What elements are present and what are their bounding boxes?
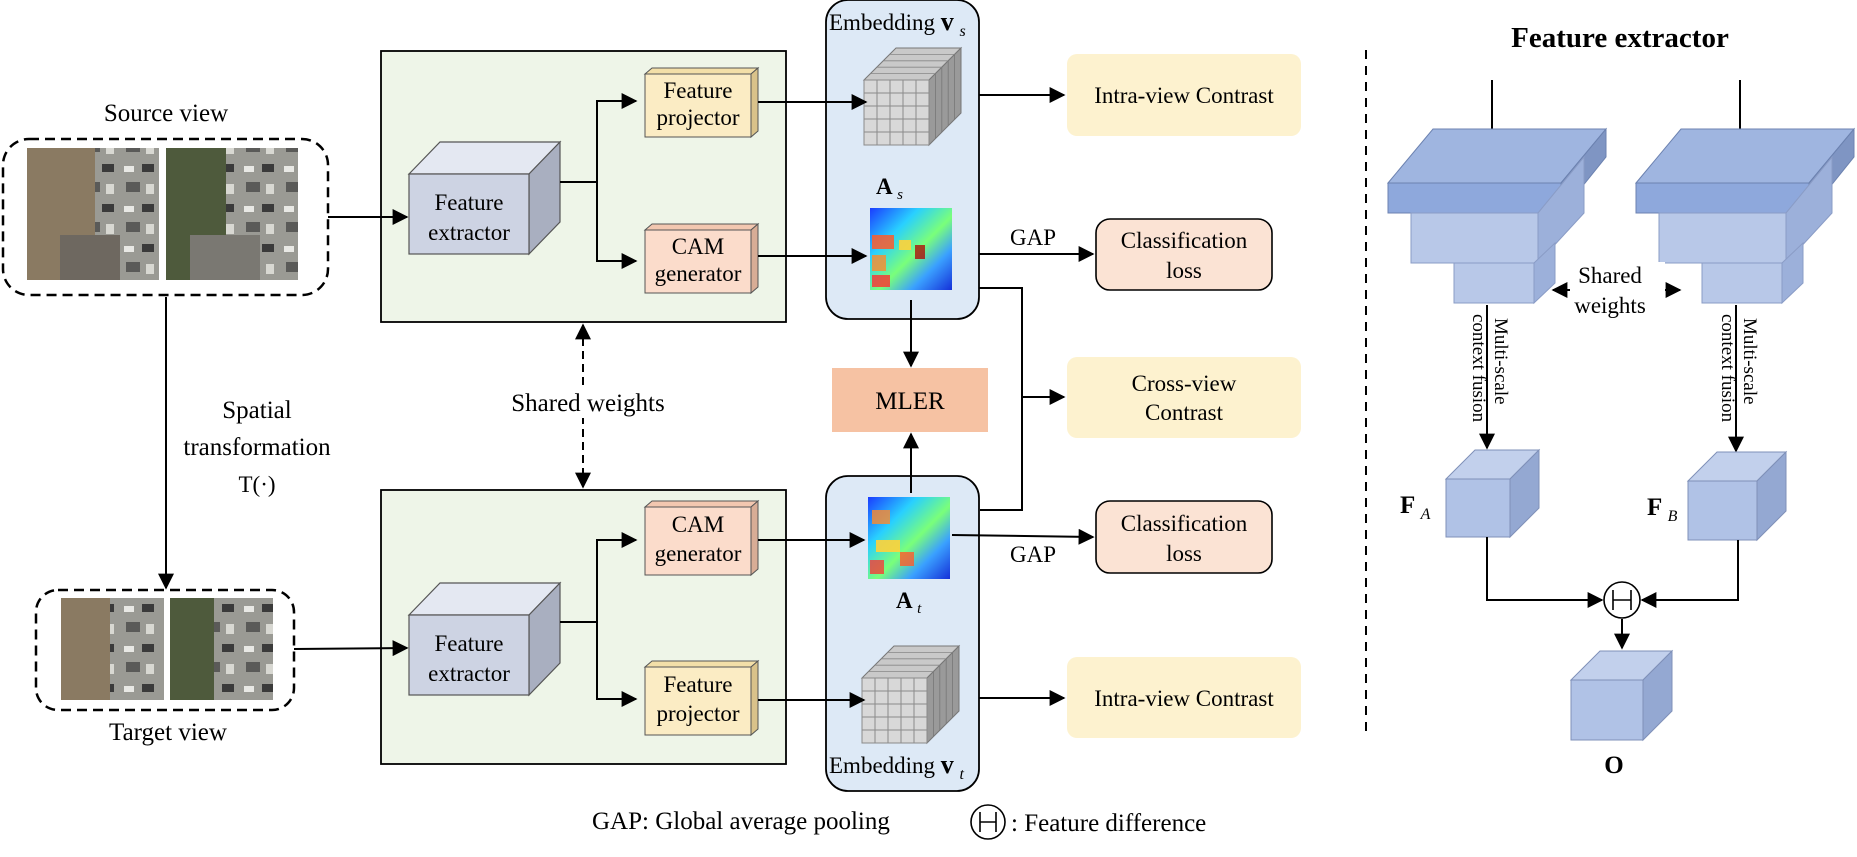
multiscale-a-line1: Multi-scale xyxy=(1490,318,1511,405)
fa-label: F A xyxy=(1400,492,1431,523)
shared-weights-label: Shared weights xyxy=(511,390,664,417)
right-shared-bg xyxy=(1570,262,1665,318)
mler-box xyxy=(832,368,988,432)
top-projector-line2: projector xyxy=(656,105,739,130)
bottom-cam-line2: generator xyxy=(655,541,742,566)
right-shared-line2: weights xyxy=(1574,293,1646,318)
bottom-attention-label: A t xyxy=(896,588,922,617)
intra-view-contrast-bottom xyxy=(1067,657,1301,738)
cross-line2: Contrast xyxy=(1145,400,1224,425)
top-feature-extractor: Feature extractor xyxy=(407,140,562,256)
fb-to-diff xyxy=(1640,540,1739,608)
target-to-extractor-arrow xyxy=(293,640,409,657)
legend-gap: GAP: Global average pooling xyxy=(592,808,890,835)
legend-diff: : Feature difference xyxy=(1011,810,1206,837)
output-label: O xyxy=(1604,752,1623,779)
mler-label: MLER xyxy=(875,388,945,415)
top-embedding-label: Embedding v s xyxy=(829,7,966,40)
bottom-extractor-line1: Feature xyxy=(435,631,504,656)
target-view-frame xyxy=(34,588,296,712)
spatial-label-1: Spatial xyxy=(222,397,291,424)
multiscale-a-line2: context fusion xyxy=(1468,314,1489,423)
spatial-label-2: transformation xyxy=(183,434,331,461)
intra-bottom-label: Intra-view Contrast xyxy=(1094,686,1274,711)
fb-label: F B xyxy=(1647,494,1678,525)
classification-loss-bottom xyxy=(1095,500,1273,574)
bottom-feature-extractor: Feature extractor xyxy=(407,581,562,697)
pyramid-a xyxy=(1386,127,1608,305)
top-cam-generator: CAM generator xyxy=(643,222,760,295)
cross-line1: Cross-view xyxy=(1132,371,1237,396)
top-cam-heatmap xyxy=(870,208,952,290)
target-view-label: Target view xyxy=(109,719,227,746)
top-extractor-line2: extractor xyxy=(428,220,510,245)
bottom-cam-line1: CAM xyxy=(672,512,724,537)
top-projector-line1: Feature xyxy=(664,78,733,103)
cls-bottom-line1: Classification xyxy=(1121,511,1248,536)
output-cube xyxy=(1569,649,1674,742)
feature-cube-b xyxy=(1686,450,1788,542)
gap-label-bottom: GAP xyxy=(1010,542,1056,567)
cls-top-line1: Classification xyxy=(1121,228,1248,253)
right-panel-title: Feature extractor xyxy=(1511,22,1729,54)
cross-view-contrast xyxy=(1067,357,1301,438)
cls-top-line2: loss xyxy=(1166,258,1202,283)
source-image-2 xyxy=(166,148,298,280)
to-cross-view xyxy=(979,287,1064,511)
intra-top-label: Intra-view Contrast xyxy=(1094,83,1274,108)
bottom-cam-generator: CAM generator xyxy=(643,499,760,577)
bottom-embedding-label: Embedding v t xyxy=(829,750,965,783)
bottom-projector-line2: projector xyxy=(656,701,739,726)
right-shared-line1: Shared xyxy=(1578,263,1642,288)
intra-view-contrast-top xyxy=(1067,54,1301,136)
target-image-1 xyxy=(61,598,164,700)
classification-loss-top xyxy=(1095,218,1273,291)
source-view-frame xyxy=(1,137,330,297)
bottom-extractor-split xyxy=(560,539,620,700)
source-view-label: Source view xyxy=(104,100,228,127)
shared-weights-bg xyxy=(500,386,665,418)
multiscale-b-line1: Multi-scale xyxy=(1739,318,1760,405)
top-feature-projector: Feature projector xyxy=(643,66,760,139)
bottom-cam-heatmap xyxy=(868,497,950,579)
top-cam-line1: CAM xyxy=(672,234,724,259)
target-image-2 xyxy=(170,598,273,700)
spatial-label-3: T(·) xyxy=(238,472,275,497)
multiscale-b-line2: context fusion xyxy=(1717,314,1738,423)
pyramid-b xyxy=(1634,127,1856,305)
feature-cube-a xyxy=(1444,448,1541,539)
top-attention-label: A s xyxy=(876,174,903,203)
cls-bottom-line2: loss xyxy=(1166,541,1202,566)
top-extractor-line1: Feature xyxy=(435,190,504,215)
fa-to-diff xyxy=(1486,537,1604,608)
to-cls-bottom xyxy=(951,528,1095,545)
difference-operator-glyph xyxy=(1612,590,1632,610)
top-embedding-cube xyxy=(862,46,963,147)
bottom-extractor-line2: extractor xyxy=(428,661,510,686)
top-cam-line2: generator xyxy=(655,261,742,286)
gap-label-top: GAP xyxy=(1010,225,1056,250)
multiscale-label-a: Multi-scale context fusion xyxy=(1468,314,1511,423)
source-image-1 xyxy=(27,148,159,280)
multiscale-label-b: Multi-scale context fusion xyxy=(1717,314,1760,423)
bottom-projector-line1: Feature xyxy=(664,672,733,697)
feature-difference-glyph xyxy=(979,812,997,832)
bottom-feature-projector: Feature projector xyxy=(643,659,760,737)
